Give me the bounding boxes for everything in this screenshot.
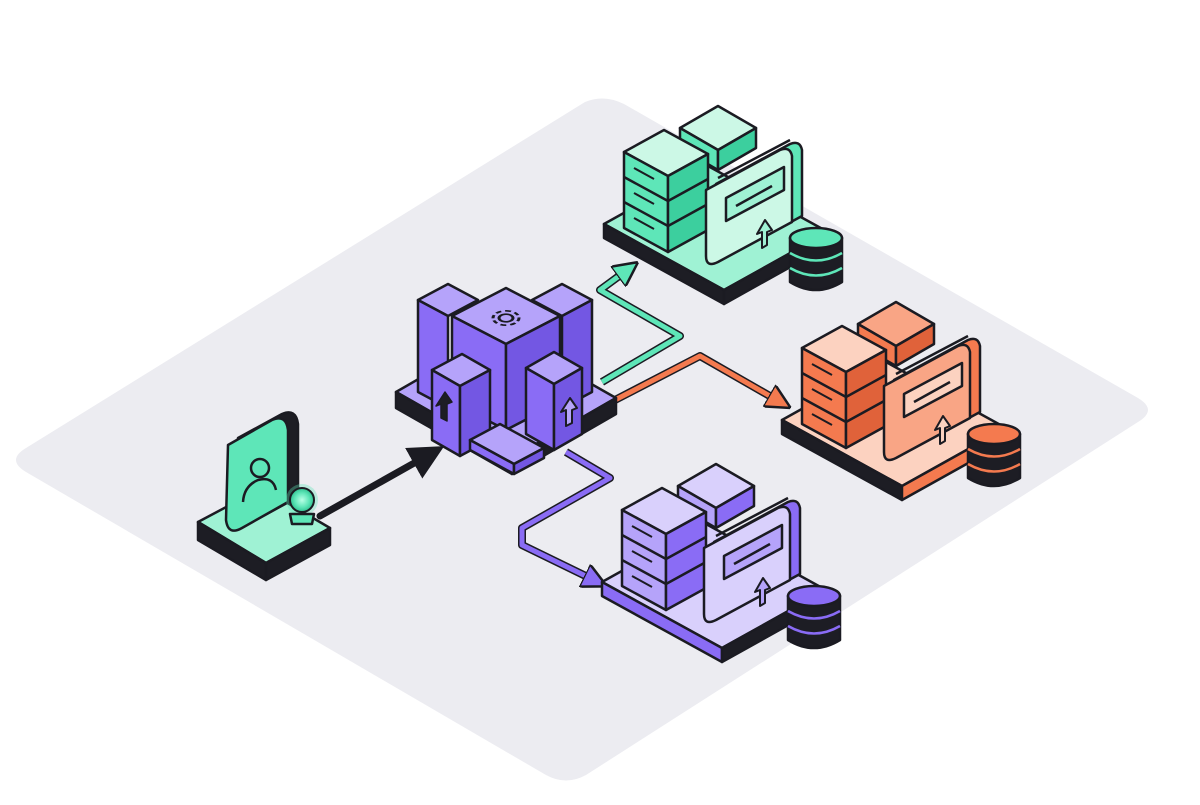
pillar-right xyxy=(524,350,584,452)
server-cluster-green xyxy=(602,104,844,306)
edge-user-to-gateway xyxy=(316,446,445,520)
database-icon xyxy=(788,226,844,292)
server-cluster-purple xyxy=(600,462,842,664)
server-cluster-orange xyxy=(780,300,1022,502)
database-icon xyxy=(786,584,842,650)
gateway-cluster-node xyxy=(394,282,618,476)
server-icon xyxy=(800,324,888,450)
window-icon xyxy=(882,334,982,462)
server-icon xyxy=(620,486,708,612)
pillar-left xyxy=(430,352,492,458)
window-icon xyxy=(704,138,804,266)
connection-orb xyxy=(286,484,318,526)
window-icon xyxy=(702,496,802,624)
edge-gateway-to-purple xyxy=(518,448,614,582)
edge-gateway-to-orange xyxy=(613,352,782,403)
user-client-node xyxy=(196,411,332,582)
database-icon xyxy=(966,422,1022,488)
arrow-up-outline-icon xyxy=(560,397,578,427)
arrow-up-icon xyxy=(435,391,453,422)
gear-icon xyxy=(491,310,521,326)
edge-gateway-to-green xyxy=(596,268,684,386)
base-platform xyxy=(16,98,1148,781)
user-card xyxy=(224,411,300,532)
server-icon xyxy=(622,128,710,254)
user-icon xyxy=(241,457,278,503)
